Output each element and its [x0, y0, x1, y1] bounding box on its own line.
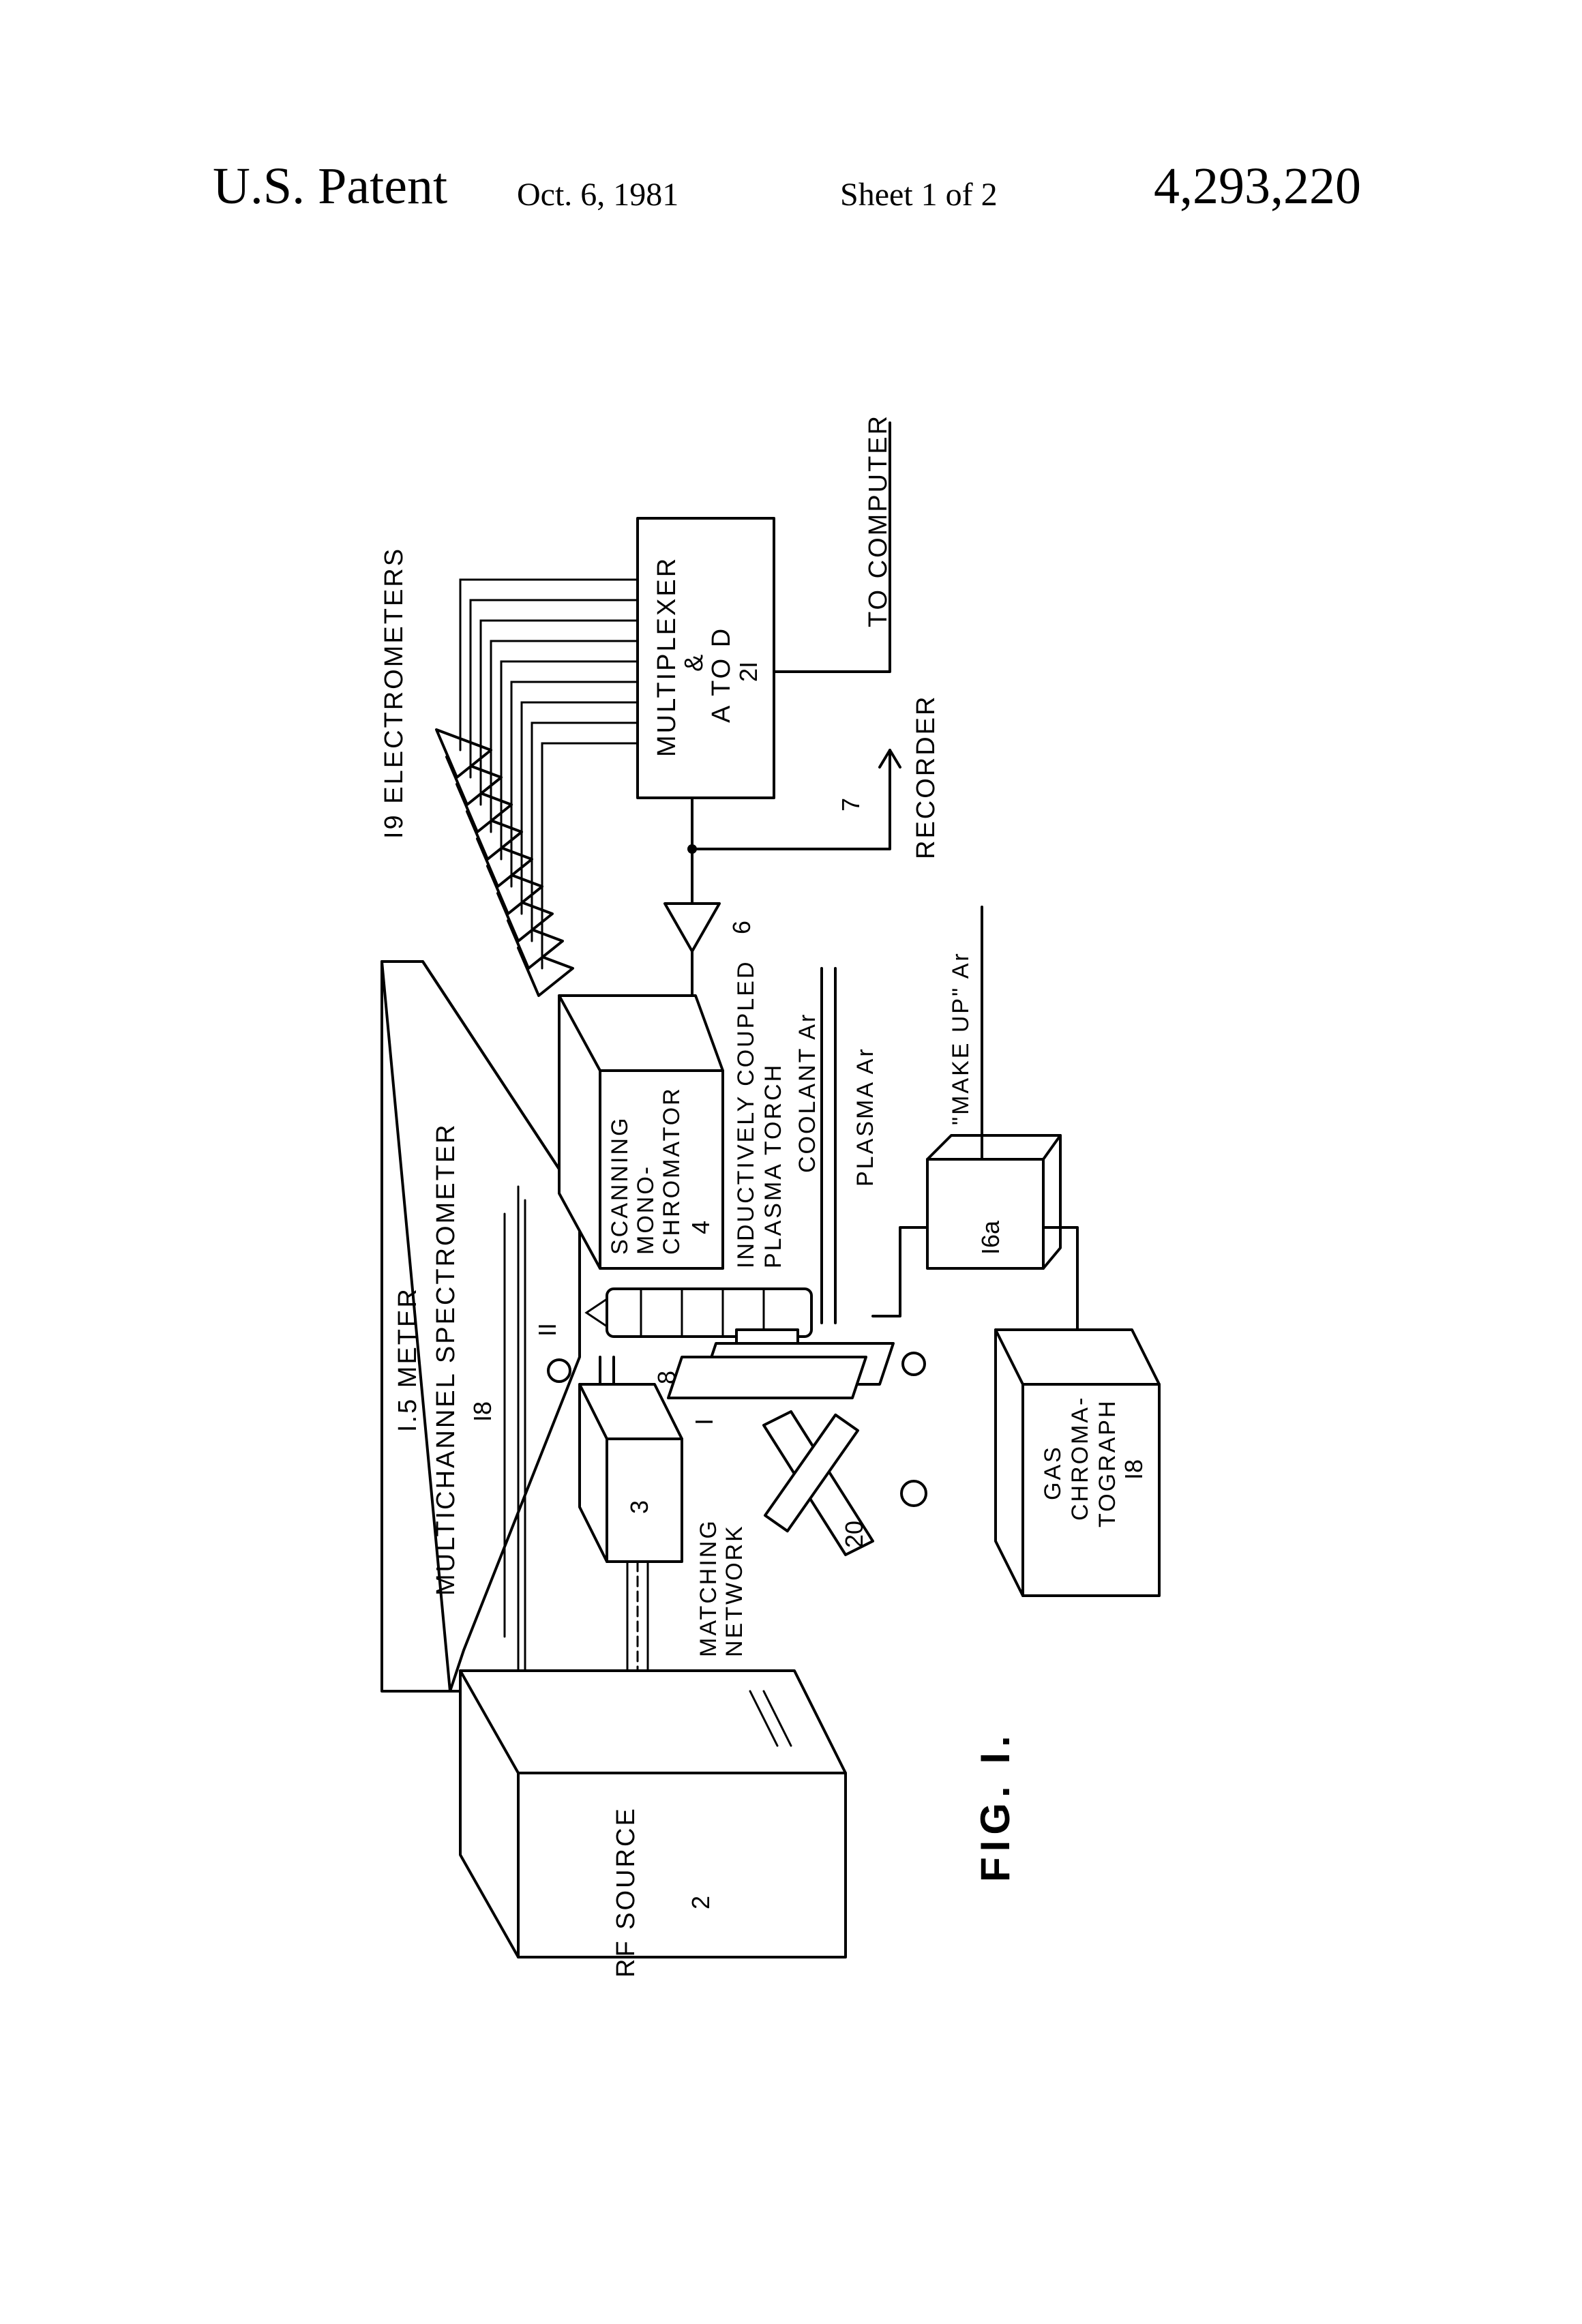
label-spectrometer-ref: I8 [468, 1401, 496, 1422]
label-electrometers: I9 ELECTROMETERS [380, 547, 408, 839]
label-ref-8: 8 [653, 1371, 681, 1384]
label-ref-1: I [690, 1418, 718, 1425]
label-plasma: PLASMA Ar [852, 1047, 878, 1187]
label-make-up: "MAKE UP" Ar [948, 951, 974, 1125]
label-recorder-ref: 7 [837, 798, 865, 811]
label-monochromator-line3: CHROMATOR [659, 1086, 685, 1255]
label-recorder: RECORDER [912, 695, 940, 859]
label-matching-line2: NETWORK [721, 1524, 747, 1657]
label-matching-line1: MATCHING [696, 1519, 721, 1657]
label-gc-ref: I8 [1120, 1459, 1148, 1480]
label-valve-ref: I6a [976, 1220, 1004, 1255]
label-monochromator-line1: SCANNING [607, 1116, 633, 1255]
label-torch-line1: INDUCTIVELY COUPLED [733, 960, 759, 1269]
coupling-element [548, 1360, 570, 1382]
label-ref-11: II [533, 1323, 561, 1337]
electrometer-array [436, 730, 573, 996]
label-gc-line3: TOGRAPH [1094, 1399, 1120, 1528]
label-coolant: COOLANT Ar [794, 1013, 820, 1173]
label-multiplexer-line3: A TO D [707, 627, 736, 723]
label-spectrometer-line1: I.5 METER [393, 1287, 422, 1432]
label-gc-line1: GAS [1040, 1445, 1066, 1500]
label-ref-20: 20 [840, 1521, 868, 1548]
label-spectrometer-line2: MULTICHANNEL SPECTROMETER [432, 1122, 460, 1596]
rf-source-box [460, 1671, 846, 1957]
label-multiplexer-line2: & [680, 653, 708, 672]
matching-network-box [580, 1357, 682, 1691]
gas-lines [822, 968, 835, 1323]
label-monochromator-line2: MONO- [633, 1165, 659, 1255]
label-matching-ref: 3 [625, 1500, 653, 1514]
figure-caption: FIG. I. [972, 1730, 1018, 1882]
makeup-valve [873, 907, 1077, 1330]
label-rf-ref: 2 [687, 1896, 715, 1909]
label-rf-source: RF SOURCE [612, 1806, 640, 1978]
label-to-computer: TO COMPUTER [864, 414, 893, 627]
label-multiplexer-line1: MULTIPLEXER [653, 556, 681, 757]
label-torch-line2: PLASMA TORCH [760, 1063, 786, 1268]
label-gc-line2: CHROMA- [1067, 1396, 1093, 1521]
label-amplifier-ref: 6 [728, 921, 756, 934]
label-monochromator-ref: 4 [687, 1221, 715, 1234]
label-multiplexer-ref: 2I [734, 661, 762, 682]
